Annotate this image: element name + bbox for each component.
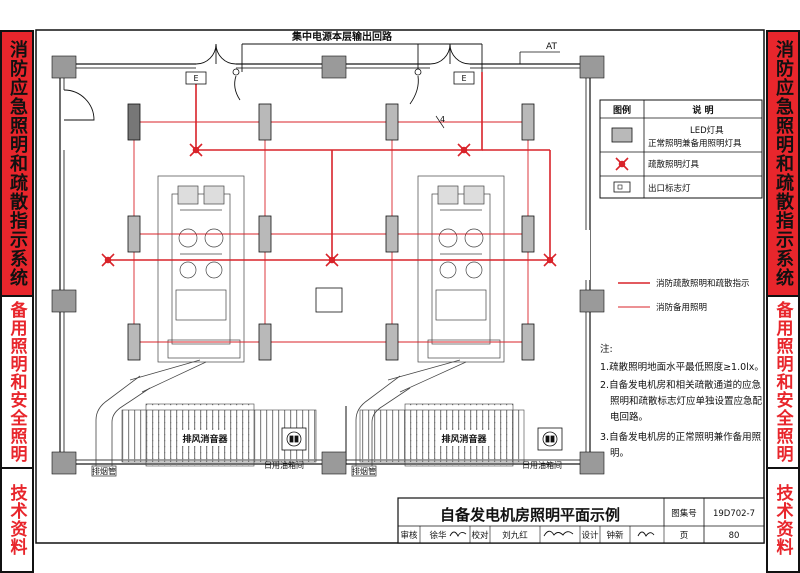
review-label: 审核 bbox=[400, 530, 418, 541]
led-fixtures bbox=[127, 103, 535, 361]
legend-header-symbol: 图例 bbox=[613, 104, 631, 116]
note-line: 2.自备发电机房和相关疏散通道的应急 bbox=[600, 379, 762, 391]
drawing-title: 自备发电机房照明平面示例 bbox=[440, 506, 620, 524]
exhaust-pipe-label-right: 排烟管 bbox=[352, 466, 376, 476]
note-line: 电回路。 bbox=[610, 411, 648, 423]
note-line: 照明和疏散标志灯应单独设置应急配 bbox=[610, 395, 763, 407]
note-line: 1.疏散照明地面水平最低照度≥1.0lx。 bbox=[600, 361, 764, 373]
feeder-label: 集中电源本层输出回路 bbox=[291, 30, 393, 43]
line-legend-thin: 消防备用照明 bbox=[656, 302, 707, 313]
note-line: 明。 bbox=[610, 448, 629, 459]
page-number: 80 bbox=[729, 531, 740, 541]
at-label: AT bbox=[546, 42, 557, 52]
muffler-label-right: 排风消音器 bbox=[441, 433, 487, 445]
evacuation-lights bbox=[101, 143, 557, 267]
circuit-number: 4 bbox=[440, 115, 445, 124]
title-block: 自备发电机房照明平面示例 图集号 19D702-7 审核 徐华 校对 刘九红 设… bbox=[397, 497, 765, 544]
floor-equipment-box bbox=[315, 287, 343, 313]
generator-set-right bbox=[387, 175, 505, 393]
checker-name: 刘九红 bbox=[502, 530, 528, 541]
designer-name: 钟新 bbox=[606, 530, 624, 541]
legend-text-led-1: LED灯具 bbox=[690, 125, 724, 136]
notes-title: 注: bbox=[600, 343, 613, 355]
reviewer-name: 徐华 bbox=[429, 530, 447, 541]
line-legend-thick: 消防疏散照明和疏散指示 bbox=[656, 278, 750, 289]
design-label: 设计 bbox=[581, 530, 599, 541]
legend-text-exit: 出口标志灯 bbox=[648, 183, 691, 194]
sidebar-section-technical: 技术资料 bbox=[766, 469, 800, 573]
legend-symbol-evac bbox=[615, 157, 629, 171]
exhaust-pipe-label-left: 排烟管 bbox=[92, 466, 116, 476]
left-sidebar: 消防应急照明和疏散指示系统 备用照明和安全照明 技术资料 bbox=[0, 30, 34, 573]
atlas-number: 19D702-7 bbox=[713, 509, 755, 519]
check-label: 校对 bbox=[471, 530, 489, 541]
sidebar-section-emergency: 消防应急照明和疏散指示系统 bbox=[0, 30, 34, 297]
page-label: 页 bbox=[680, 531, 689, 541]
door-openings bbox=[62, 43, 590, 280]
sidebar-section-standby: 备用照明和安全照明 bbox=[766, 297, 800, 469]
sidebar-section-standby: 备用照明和安全照明 bbox=[0, 297, 34, 469]
muffler-label-left: 排风消音器 bbox=[182, 433, 228, 445]
oil-tank-label-right: 日用油箱间 bbox=[522, 460, 562, 470]
legend-table: 图例 说 明 LED灯具 正常照明兼备用照明灯具 疏散照明灯具 出口标志灯 bbox=[599, 99, 763, 199]
sidebar-section-technical: 技术资料 bbox=[0, 469, 34, 573]
structural-columns bbox=[51, 55, 605, 475]
reviewer-signature bbox=[449, 531, 467, 538]
right-sidebar: 消防应急照明和疏散指示系统 备用照明和安全照明 技术资料 bbox=[766, 30, 800, 573]
generator-set-left bbox=[129, 175, 245, 393]
atlas-label: 图集号 bbox=[671, 508, 697, 519]
line-legend: 消防疏散照明和疏散指示 消防备用照明 bbox=[618, 278, 750, 313]
legend-text-evac: 疏散照明灯具 bbox=[648, 159, 700, 170]
exit-sign-label: E bbox=[461, 74, 466, 83]
legend-text-led-2: 正常照明兼备用照明灯具 bbox=[648, 138, 742, 149]
sidebar-section-emergency: 消防应急照明和疏散指示系统 bbox=[766, 30, 800, 297]
notes-block: 注: 1.疏散照明地面水平最低照度≥1.0lx。 2.自备发电机房和相关疏散通道… bbox=[600, 343, 764, 459]
legend-symbol-led bbox=[611, 127, 633, 143]
checker-signature bbox=[543, 530, 574, 537]
oil-tank-label-left: 日用油箱间 bbox=[264, 460, 304, 470]
legend-symbol-exit bbox=[613, 181, 631, 193]
designer-signature bbox=[637, 531, 655, 537]
note-line: 3.自备发电机房的正常照明兼作备用照 bbox=[600, 431, 762, 443]
muffler-zone-right bbox=[359, 403, 525, 467]
exhaust-pipes bbox=[91, 375, 411, 477]
legend-header-desc: 说 明 bbox=[692, 104, 713, 116]
exit-sign-label: E bbox=[193, 74, 198, 83]
oil-tank-rooms bbox=[281, 427, 563, 451]
exit-signs: E E bbox=[185, 68, 475, 85]
